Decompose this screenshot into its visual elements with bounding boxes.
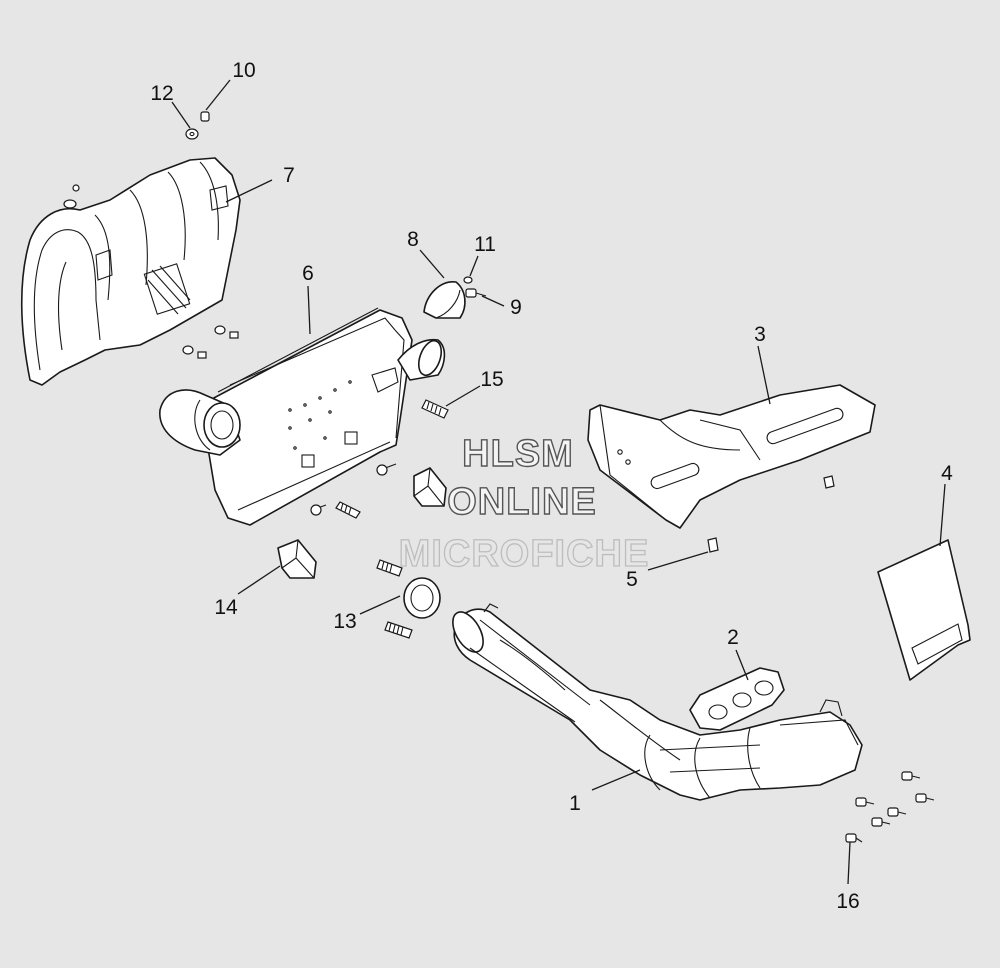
part-6-muffler[interactable]	[159, 307, 446, 526]
part-2-gasket[interactable]	[689, 667, 785, 731]
spring-13[interactable]	[384, 621, 413, 639]
callout-16[interactable]: 16	[836, 890, 859, 913]
callout-8[interactable]: 8	[407, 228, 419, 251]
part-16-bolts[interactable]	[845, 771, 935, 843]
callout-12[interactable]: 12	[150, 82, 173, 105]
part-4-plate[interactable]	[877, 539, 971, 681]
callout-10[interactable]: 10	[232, 59, 255, 82]
rubber-mount-center[interactable]	[413, 467, 447, 507]
callout-1[interactable]: 1	[569, 792, 581, 815]
part-5-pin[interactable]	[707, 537, 719, 553]
part-15-spring[interactable]	[421, 399, 449, 419]
callout-5[interactable]: 5	[626, 568, 638, 591]
callout-3[interactable]: 3	[754, 323, 766, 346]
watermark-line-1: HLSM	[462, 433, 574, 475]
spring-muffler-bottom[interactable]	[335, 501, 361, 519]
callout-labels: 10 12 7 6 8 11 9 15 3 4 5 2 1 14 13 16	[150, 59, 953, 913]
part-3-heat-shield-plate[interactable]	[587, 384, 876, 529]
spring-near-muffler[interactable]	[376, 559, 403, 577]
callout-14[interactable]: 14	[214, 596, 238, 619]
part-8-exhaust-tip[interactable]	[423, 281, 466, 319]
callout-2[interactable]: 2	[727, 626, 739, 649]
watermark-line-3: MICROFICHE	[399, 533, 650, 575]
part-13-gasket-ring[interactable]	[403, 577, 441, 619]
part-9-screw[interactable]	[465, 288, 487, 298]
part-1-header-pipe[interactable]	[447, 603, 863, 801]
part-3-pin[interactable]	[823, 475, 835, 489]
hardware-7-bolts[interactable]	[63, 184, 239, 359]
part-14-rubber-mount[interactable]	[277, 539, 317, 579]
part-10-bolt[interactable]	[200, 111, 210, 122]
part-12-washer[interactable]	[185, 128, 199, 140]
leader-lines	[171, 79, 946, 885]
callout-15[interactable]: 15	[480, 368, 503, 391]
callout-11[interactable]: 11	[474, 233, 496, 256]
callout-6[interactable]: 6	[302, 262, 314, 285]
callout-13[interactable]: 13	[333, 610, 356, 633]
watermark: HLSM ONLINE MICROFICHE	[398, 432, 650, 575]
part-7-heat-shield[interactable]	[20, 157, 241, 386]
callout-4[interactable]: 4	[941, 462, 953, 485]
callout-7[interactable]: 7	[283, 164, 295, 187]
part-11-nut[interactable]	[463, 276, 473, 284]
callout-9[interactable]: 9	[510, 296, 522, 319]
watermark-line-2: ONLINE	[447, 481, 597, 523]
